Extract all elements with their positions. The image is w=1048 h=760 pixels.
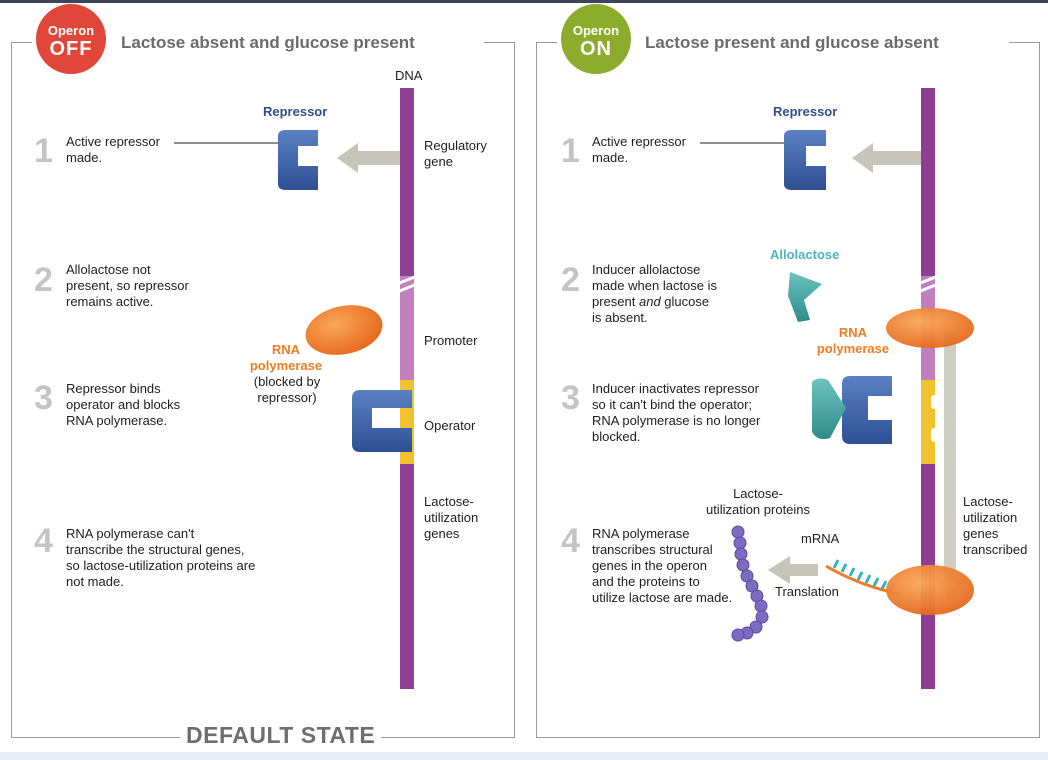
allolactose-icon: [788, 272, 822, 322]
translation-label: Translation: [775, 584, 839, 599]
right-repressor-icon: [784, 130, 826, 190]
top-bar: [0, 0, 1048, 3]
left-repressor-label: Repressor: [263, 104, 328, 119]
default-state-label: DEFAULT STATE: [180, 722, 382, 749]
operon-on-panel: [536, 31, 1040, 738]
right-step-1-number: 1: [561, 132, 580, 170]
right-step-4-number: 4: [561, 522, 580, 560]
allolactose-label: Allolactose: [770, 247, 840, 262]
lactose-protein-chain-icon: [731, 525, 769, 642]
left-step-2-number: 2: [34, 261, 53, 299]
right-step-3-number: 3: [561, 379, 580, 417]
left-step-4-number: 4: [34, 522, 53, 560]
left-repressor-icon: [278, 130, 318, 190]
right-regulatory-arrow: [852, 143, 921, 173]
promoter-label: Promoter: [424, 333, 478, 348]
bottom-bar: [0, 752, 1048, 760]
left-regulatory-arrow: [337, 143, 400, 173]
inactivated-repressor-icon: [812, 376, 892, 444]
left-bound-repressor-icon: [352, 390, 412, 452]
operator-label: Operator: [424, 418, 476, 433]
left-step-3-number: 3: [34, 379, 53, 417]
lactose-proteins-label: Lactose-utilization proteins: [705, 486, 811, 517]
dna-label: DNA: [395, 68, 423, 83]
transcription-arrow: [936, 330, 964, 602]
translation-arrow: [768, 556, 818, 584]
right-title: Lactose present and glucose absent: [645, 33, 939, 52]
left-title: Lactose absent and glucose present: [121, 33, 415, 52]
left-dna-strand: [396, 88, 418, 689]
mrna-label: mRNA: [801, 531, 840, 546]
left-step-1-number: 1: [34, 132, 53, 170]
transcribing-polymerase-icon: [886, 565, 974, 615]
right-rna-polymerase-icon: [886, 308, 974, 348]
operon-off-badge: Operon OFF: [36, 4, 106, 74]
left-rna-polymerase-icon: [305, 305, 383, 355]
operon-on-badge: Operon ON: [561, 4, 631, 74]
right-step-2-number: 2: [561, 261, 580, 299]
right-repressor-label: Repressor: [773, 104, 838, 119]
